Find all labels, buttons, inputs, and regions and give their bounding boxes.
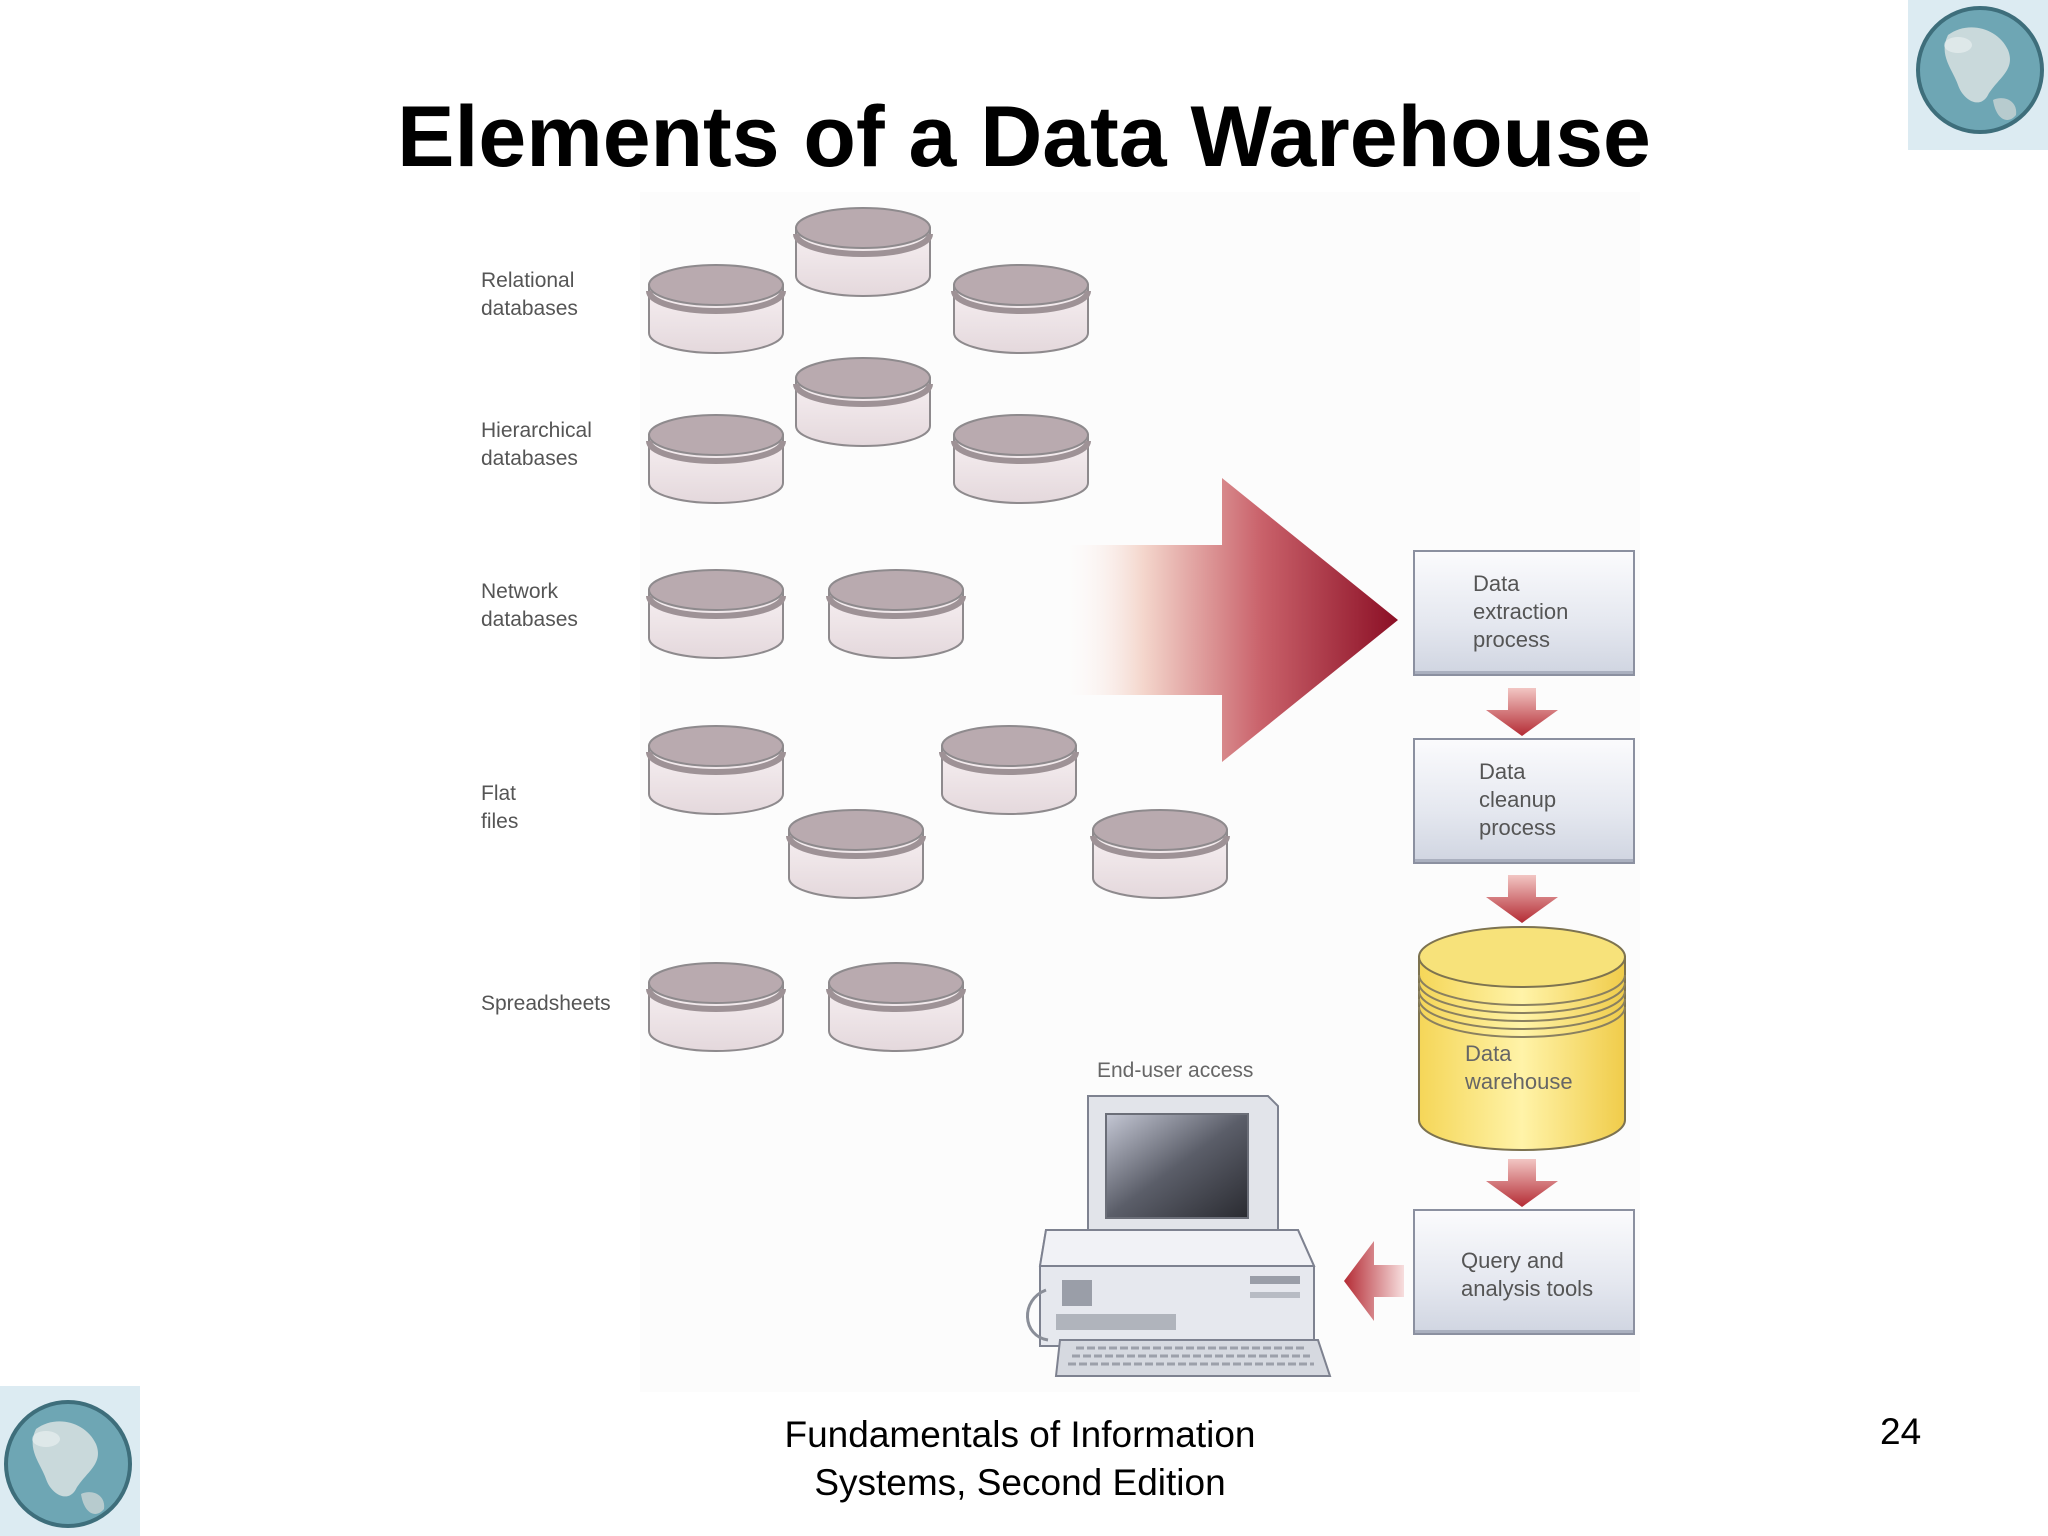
relational-db-icon: [954, 265, 1088, 353]
computer-icon: [1026, 1095, 1332, 1377]
relational-db-icon: [796, 208, 930, 296]
spreadsheets-label: Spreadsheets: [481, 992, 611, 1015]
end-user-access-label: End-user access: [1097, 1059, 1254, 1082]
flat-file-icon: [1093, 810, 1227, 898]
down-arrow-icon: [1486, 1159, 1558, 1207]
globe-icon: [0, 1386, 140, 1536]
flat-file-icon: [942, 726, 1076, 814]
hierarchical-db-icon: [796, 358, 930, 446]
data-warehouse-cylinder-icon: [1418, 926, 1626, 1151]
globe-icon: [1908, 0, 2048, 150]
spreadsheet-icon: [649, 963, 783, 1051]
big-arrow-icon: [1058, 478, 1398, 762]
down-arrow-icon: [1486, 688, 1558, 736]
spreadsheet-icon: [829, 963, 963, 1051]
flat-file-icon: [649, 726, 783, 814]
network-db-icon: [829, 570, 963, 658]
slide-title: Elements of a Data Warehouse: [397, 89, 1651, 185]
relational-db-icon: [649, 265, 783, 353]
page-number: 24: [1880, 1411, 1922, 1452]
down-arrow-icon: [1486, 875, 1558, 923]
left-arrow-icon: [1344, 1241, 1404, 1321]
network-db-icon: [649, 570, 783, 658]
hierarchical-db-icon: [954, 415, 1088, 503]
hierarchical-db-icon: [649, 415, 783, 503]
flat-file-icon: [789, 810, 923, 898]
